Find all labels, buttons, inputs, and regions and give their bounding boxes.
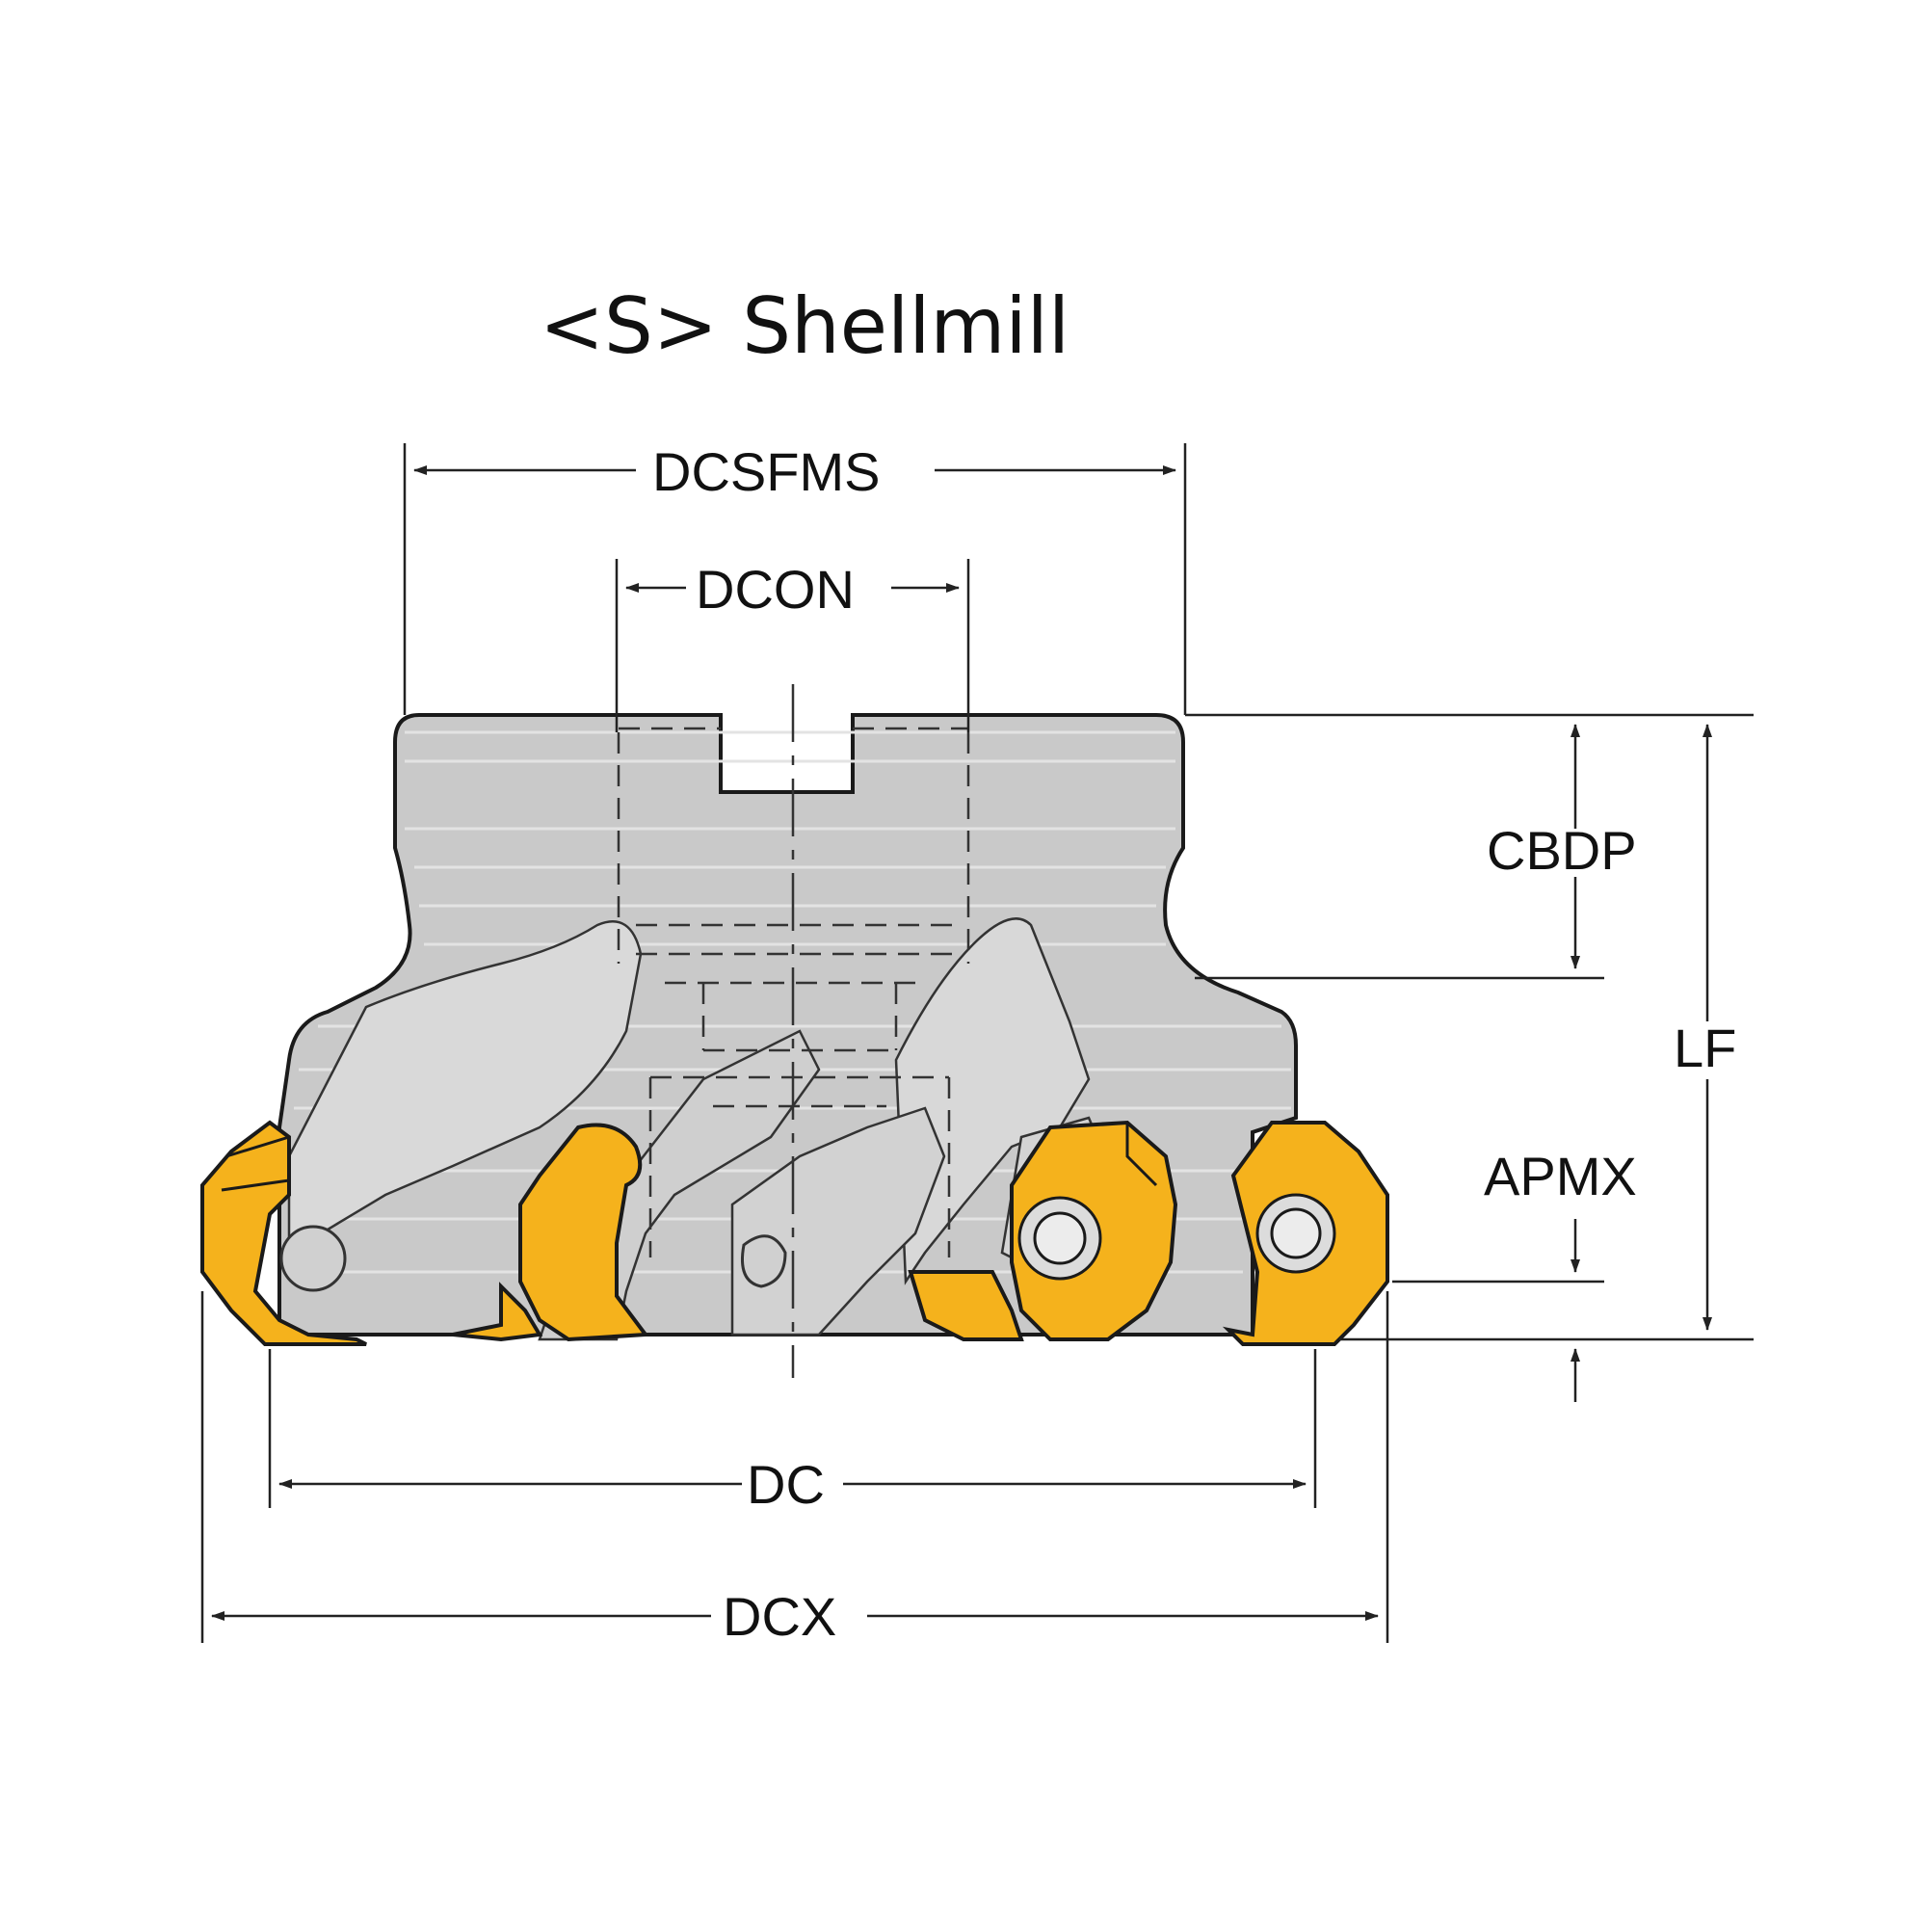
- dimension-lines: [200, 443, 1754, 1643]
- insert-left: [200, 1120, 367, 1346]
- label-dcsfms: DCSFMS: [652, 441, 881, 502]
- label-cbdp: CBDP: [1487, 820, 1637, 881]
- insert-center-left-lower: [452, 1282, 543, 1342]
- label-lf: LF: [1674, 1018, 1737, 1078]
- hidden-lines: [617, 727, 970, 1257]
- label-dcx: DCX: [723, 1586, 837, 1647]
- diagram-title: <S> Shellmill: [540, 281, 1070, 371]
- insert-details: [221, 1123, 1336, 1281]
- insert-center-right-tab: [908, 1270, 1024, 1341]
- label-dc: DC: [747, 1454, 825, 1515]
- label-dcon: DCON: [696, 559, 855, 620]
- label-apmx: APMX: [1484, 1146, 1637, 1206]
- insert-center-left: [518, 1123, 649, 1342]
- screw-holes: [279, 1225, 787, 1292]
